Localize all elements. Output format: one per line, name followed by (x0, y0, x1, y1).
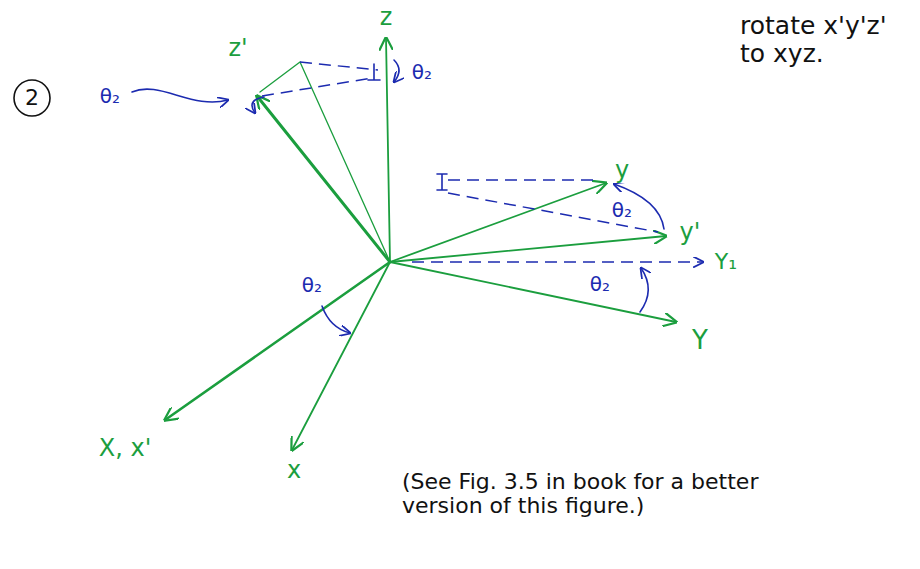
note-text: rotate x'y'z' to xyz. (738, 12, 917, 67)
z-axis (386, 38, 390, 262)
tick-mark (437, 174, 447, 190)
axis-label: Y₁ (713, 250, 739, 274)
angle-label: θ₂ (410, 61, 434, 83)
angle-label: θ₂ (610, 199, 634, 221)
dashed-guide (448, 179, 600, 181)
y-prime-axis (390, 236, 666, 262)
axis-label: X, x' (97, 435, 154, 461)
Y-axis (390, 262, 676, 322)
note-text: (See Fig. 3.5 in book for a better versi… (400, 470, 804, 518)
X-axis (165, 262, 390, 420)
dashed-guide (412, 261, 703, 263)
pointer-arrow (132, 89, 228, 102)
axis-label: y (613, 157, 631, 183)
item-number: 2 (23, 86, 41, 110)
angle-arc (640, 268, 648, 312)
y-axis (390, 183, 606, 262)
x-axis (292, 262, 390, 450)
angle-arc (322, 306, 350, 333)
axis-label: z (378, 4, 395, 30)
dashed-guide (262, 78, 372, 96)
item-circle (14, 80, 50, 116)
z-prime-axis (257, 96, 390, 262)
axis-label: Y (690, 326, 710, 355)
dashed-guide (300, 62, 378, 70)
axis-label: y' (678, 219, 703, 245)
angle-arc (394, 60, 399, 82)
z-prime-construction (260, 62, 390, 262)
tick-mark (368, 64, 380, 80)
axis-label: x (285, 457, 303, 483)
angle-label: θ₂ (98, 85, 122, 107)
dashed-guide (448, 193, 658, 232)
axis-label: z' (226, 35, 249, 61)
angle-label: θ₂ (300, 274, 324, 296)
angle-arc (252, 97, 264, 113)
angle-label: θ₂ (588, 273, 612, 295)
